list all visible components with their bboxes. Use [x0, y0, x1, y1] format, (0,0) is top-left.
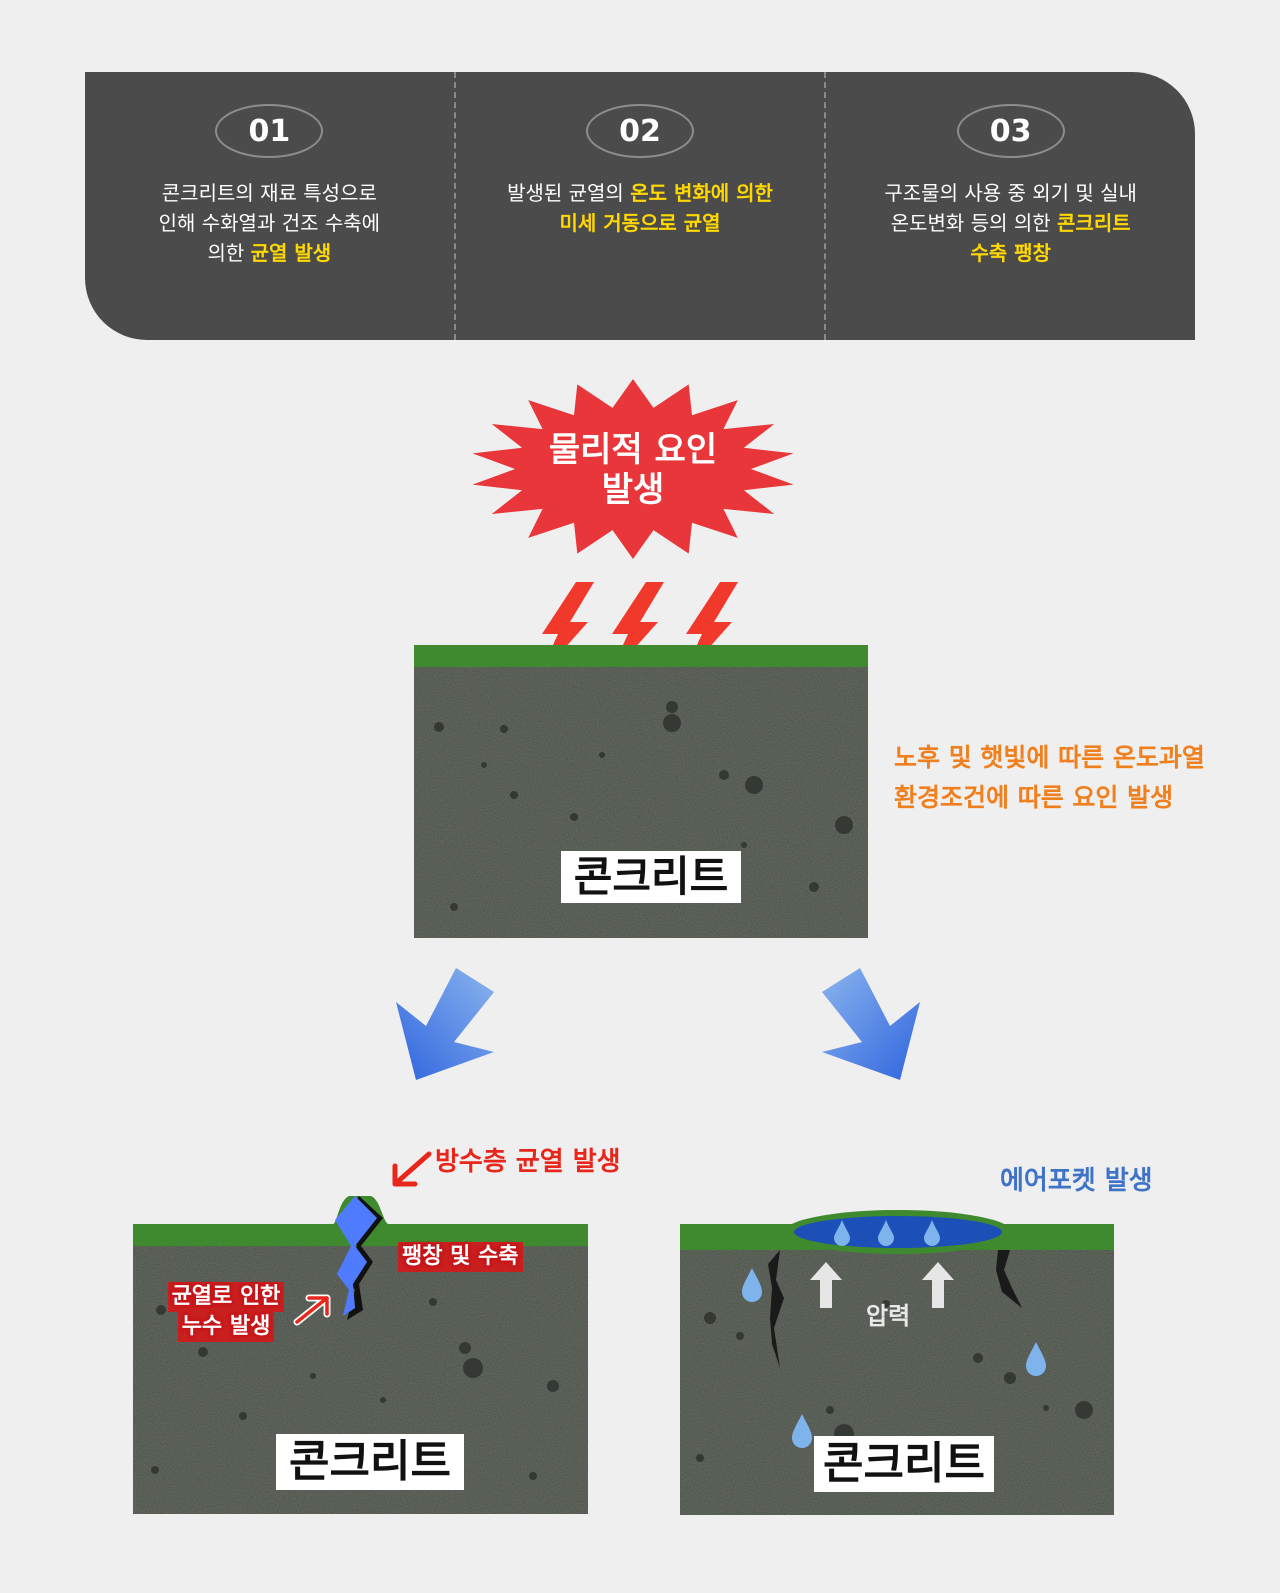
desc-highlight: 미세 거동으로 균열 — [559, 211, 721, 235]
cause-description: 콘크리트의 재료 특성으로 인해 수화열과 건조 수축에 의한 균열 발생 — [85, 178, 454, 268]
leak-tag-line: 균열로 인한 — [167, 1282, 285, 1312]
leak-tag-line: 누수 발생 — [177, 1312, 275, 1342]
starburst-line: 발생 — [601, 470, 665, 510]
starburst-line: 물리적 요인 — [548, 430, 718, 470]
concrete-label: 콘크리트 — [814, 1436, 994, 1492]
pressure-arrows — [810, 1262, 954, 1308]
cause-note: 노후 및 햇빛에 따른 온도과열 환경조건에 따른 요인 발생 — [894, 738, 1205, 818]
concrete-slab-top: 콘크리트 — [414, 645, 868, 938]
desc-highlight: 온도 변화에 의한 — [630, 181, 773, 205]
desc-text: 온도변화 등의 의한 — [890, 211, 1058, 235]
desc-highlight: 수축 팽창 — [970, 241, 1051, 265]
arrow-down-right-icon — [822, 968, 920, 1080]
cause-02: 02 발생된 균열의 온도 변화에 의한 미세 거동으로 균열 — [453, 72, 825, 340]
desc-highlight: 콘크리트 — [1057, 211, 1131, 235]
arrow-down-left-icon — [396, 968, 494, 1080]
starburst-text: 물리적 요인 발생 — [468, 430, 798, 510]
step-number-badge: 01 — [215, 104, 324, 158]
air-pocket-title: 에어포켓 발생 — [1000, 1166, 1153, 1196]
cause-01: 01 콘크리트의 재료 특성으로 인해 수화열과 건조 수축에 의한 균열 발생 — [85, 72, 454, 340]
desc-line: 온도변화 등의 의한 콘크리트 — [826, 208, 1195, 238]
desc-line: 구조물의 사용 중 외기 및 실내 — [884, 181, 1137, 205]
concrete-slab-crack: 팽창 및 수축 균열로 인한 누수 발생 콘크리트 — [133, 1190, 588, 1514]
causes-panel: 01 콘크리트의 재료 특성으로 인해 수화열과 건조 수축에 의한 균열 발생… — [85, 72, 1195, 340]
desc-line: 발생된 균열의 온도 변화에 의한 — [456, 178, 825, 208]
desc-line: 인해 수화열과 건조 수축에 — [158, 211, 381, 235]
cause-note-line: 노후 및 햇빛에 따른 온도과열 — [894, 743, 1205, 772]
starburst-icon — [472, 379, 794, 559]
cause-note-line: 환경조건에 따른 요인 발생 — [894, 783, 1174, 812]
concrete-slab-air-pocket: 압력 콘크리트 — [680, 1208, 1114, 1515]
desc-line: 콘크리트의 재료 특성으로 — [161, 181, 377, 205]
crack-title: 방수층 균열 발생 — [435, 1147, 621, 1177]
pointer-arrow-icon — [392, 1151, 432, 1187]
arrow-up-right-icon — [293, 1294, 331, 1326]
concrete-texture — [133, 1196, 588, 1514]
leak-tag: 균열로 인한 누수 발생 — [160, 1282, 292, 1342]
concrete-label: 콘크리트 — [276, 1434, 464, 1490]
desc-line: 의한 균열 발생 — [85, 238, 454, 268]
step-number-badge: 03 — [956, 104, 1065, 158]
desc-text: 발생된 균열의 — [507, 181, 631, 205]
cause-03: 03 구조물의 사용 중 외기 및 실내 온도변화 등의 의한 콘크리트 수축 … — [824, 72, 1195, 340]
step-number-badge: 02 — [586, 104, 694, 158]
expansion-tag: 팽창 및 수축 — [398, 1242, 523, 1272]
expansion-tag-text: 팽창 및 수축 — [398, 1242, 523, 1272]
concrete-label: 콘크리트 — [561, 851, 741, 903]
desc-text: 의한 — [207, 241, 251, 265]
desc-highlight: 균열 발생 — [250, 241, 332, 265]
cause-description: 발생된 균열의 온도 변화에 의한 미세 거동으로 균열 — [456, 178, 825, 238]
cause-description: 구조물의 사용 중 외기 및 실내 온도변화 등의 의한 콘크리트 수축 팽창 — [826, 178, 1195, 268]
pressure-label: 압력 — [866, 1302, 911, 1330]
